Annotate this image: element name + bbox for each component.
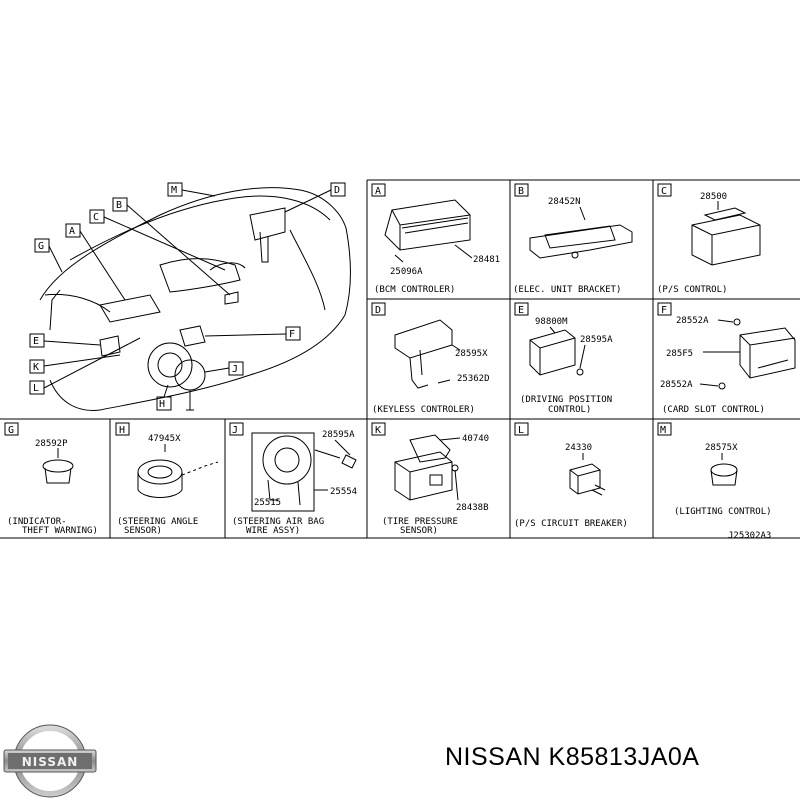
svg-text:SENSOR): SENSOR) — [400, 526, 438, 536]
parts-grid — [0, 179, 800, 539]
svg-text:C: C — [661, 186, 667, 197]
svg-text:28500: 28500 — [700, 192, 727, 202]
svg-text:B: B — [518, 186, 524, 197]
svg-text:K: K — [375, 425, 381, 436]
callout-C: C — [89, 209, 226, 271]
callout-L: L — [29, 337, 141, 395]
svg-text:28452N: 28452N — [548, 197, 581, 207]
cell-D-keyless-controller: D 28595X 25362D (KEYLESS CONTROLER) — [371, 302, 490, 415]
cell-G-indicator-theft-warning: G 28592P (INDICATOR- THEFT WARNING) — [4, 422, 98, 536]
svg-text:(STEERING ANGLE: (STEERING ANGLE — [117, 517, 198, 527]
svg-text:(P/S CONTROL): (P/S CONTROL) — [657, 285, 727, 295]
svg-text:A: A — [69, 226, 75, 237]
svg-text:C: C — [93, 212, 99, 223]
svg-text:285F5: 285F5 — [666, 349, 693, 359]
callout-K: K — [29, 354, 121, 374]
svg-text:28481: 28481 — [473, 255, 500, 265]
callout-M: M — [167, 182, 216, 197]
svg-text:28592P: 28592P — [35, 439, 68, 449]
svg-text:28575X: 28575X — [705, 443, 738, 453]
svg-text:98800M: 98800M — [535, 317, 568, 327]
svg-text:24330: 24330 — [565, 443, 592, 453]
cell-L-ps-circuit-breaker: L 24330 (P/S CIRCUIT BREAKER) — [514, 422, 628, 529]
svg-text:(P/S CIRCUIT BREAKER): (P/S CIRCUIT BREAKER) — [514, 519, 628, 529]
svg-text:THEFT WARNING): THEFT WARNING) — [22, 526, 98, 536]
callout-G: G — [34, 238, 63, 273]
callout-E: E — [29, 333, 101, 348]
svg-text:B: B — [116, 200, 122, 211]
cell-A-bcm-controller: A 28481 25096A (BCM CONTROLER) — [371, 183, 500, 295]
svg-text:D: D — [375, 305, 381, 316]
svg-text:25096A: 25096A — [390, 267, 423, 277]
svg-text:(INDICATOR-: (INDICATOR- — [7, 517, 67, 527]
svg-text:(DRIVING POSITION: (DRIVING POSITION — [520, 395, 612, 405]
nissan-logo: NISSAN — [2, 722, 98, 800]
overview-callouts: M D B C A G E K L F — [29, 182, 346, 411]
cell-E-driving-position-control: E 98800M 28595A (DRIVING POSITION CONTRO… — [514, 302, 613, 415]
svg-text:28595X: 28595X — [455, 349, 488, 359]
svg-text:E: E — [33, 336, 39, 347]
svg-text:E: E — [518, 305, 524, 316]
svg-text:J: J — [232, 425, 238, 436]
cell-K-tire-pressure-sensor: K 40740 28438B (TIRE PRESSURE SENSOR) — [371, 422, 489, 536]
svg-text:D: D — [334, 185, 340, 196]
svg-text:A: A — [375, 186, 381, 197]
svg-text:WIRE ASSY): WIRE ASSY) — [246, 526, 300, 536]
svg-text:F: F — [289, 329, 295, 340]
svg-text:F: F — [661, 305, 667, 316]
callout-D: D — [284, 182, 346, 213]
svg-text:CONTROL): CONTROL) — [548, 405, 591, 415]
svg-text:(BCM CONTROLER): (BCM CONTROLER) — [374, 285, 455, 295]
svg-text:H: H — [119, 425, 125, 436]
svg-text:(LIGHTING CONTROL): (LIGHTING CONTROL) — [674, 507, 772, 517]
callout-F: F — [204, 326, 301, 341]
callout-A: A — [65, 223, 126, 301]
svg-text:40740: 40740 — [462, 434, 489, 444]
callout-H: H — [156, 384, 172, 411]
cell-J-steering-air-bag-wire-assy: J 28595A 25515 25554 (STEERING AIR BAG W… — [229, 422, 357, 536]
svg-text:G: G — [38, 241, 44, 252]
svg-text:SENSOR): SENSOR) — [124, 526, 162, 536]
parts-diagram: M D B C A G E K L F — [0, 179, 800, 541]
part-number-title: NISSAN K85813JA0A — [445, 743, 700, 771]
nissan-logo-text: NISSAN — [22, 755, 79, 769]
svg-text:J: J — [232, 364, 238, 375]
svg-text:28595A: 28595A — [322, 430, 355, 440]
svg-text:(TIRE PRESSURE: (TIRE PRESSURE — [382, 517, 458, 527]
svg-text:25554: 25554 — [330, 487, 357, 497]
cell-M-lighting-control: M 28575X (LIGHTING CONTROL) — [657, 422, 772, 517]
cell-C-ps-control: C 28500 (P/S CONTROL) — [657, 183, 761, 295]
svg-text:(KEYLESS CONTROLER): (KEYLESS CONTROLER) — [372, 405, 475, 415]
svg-text:M: M — [660, 425, 666, 436]
svg-text:25362D: 25362D — [457, 374, 490, 384]
svg-text:28552A: 28552A — [676, 316, 709, 326]
svg-text:28552A: 28552A — [660, 380, 693, 390]
svg-text:(CARD SLOT CONTROL): (CARD SLOT CONTROL) — [662, 405, 765, 415]
svg-text:(ELEC. UNIT BRACKET): (ELEC. UNIT BRACKET) — [513, 285, 621, 295]
svg-text:47945X: 47945X — [148, 434, 181, 444]
svg-text:L: L — [33, 383, 39, 394]
cell-B-elec-unit-bracket: B 28452N (ELEC. UNIT BRACKET) — [513, 183, 633, 295]
svg-text:M: M — [171, 185, 177, 196]
svg-text:(STEERING AIR BAG: (STEERING AIR BAG — [232, 517, 324, 527]
svg-text:25515: 25515 — [254, 498, 281, 508]
dashboard-overview — [39, 187, 351, 411]
svg-text:H: H — [159, 399, 165, 410]
diagram-code: J25302A3 — [728, 531, 771, 541]
svg-text:28595A: 28595A — [580, 335, 613, 345]
svg-text:L: L — [518, 425, 524, 436]
svg-text:28438B: 28438B — [456, 503, 489, 513]
cell-F-card-slot-control: F 28552A 285F5 28552A (CARD SLOT CONTROL… — [657, 302, 796, 415]
svg-text:K: K — [33, 362, 39, 373]
callout-J: J — [204, 361, 244, 376]
svg-text:G: G — [8, 425, 14, 436]
cell-H-steering-angle-sensor: H 47945X (STEERING ANGLE SENSOR) — [115, 422, 219, 536]
